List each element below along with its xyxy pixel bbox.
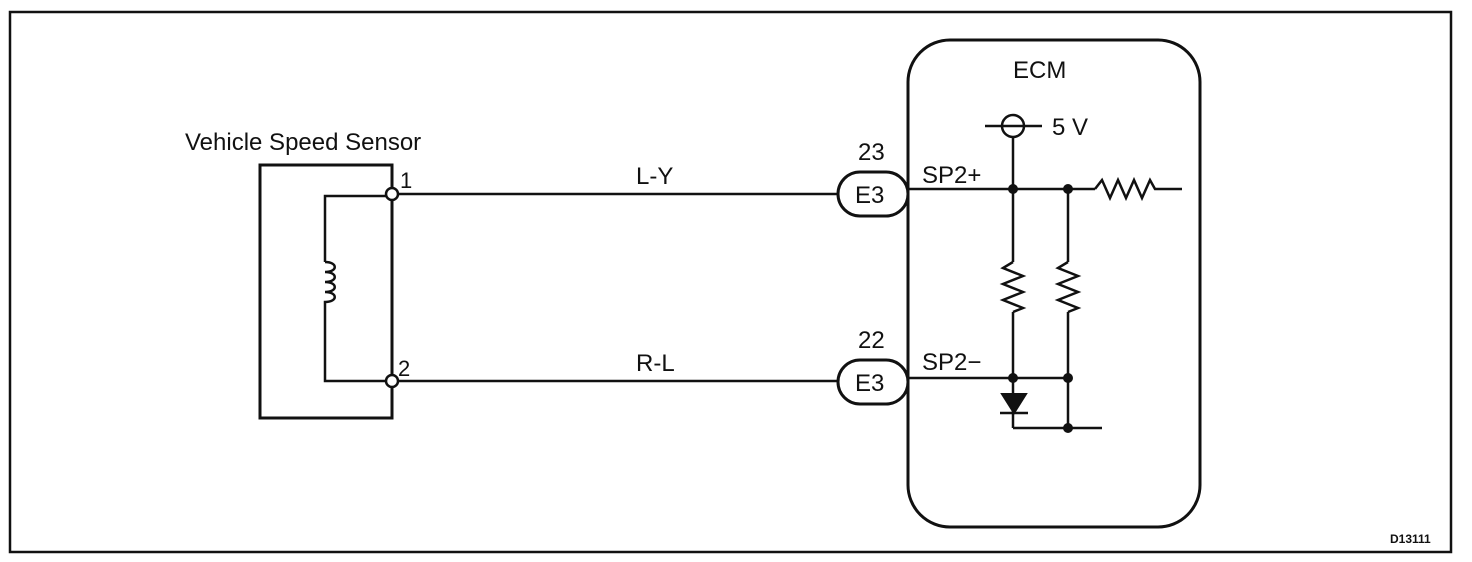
terminal-sp2-plus-label: SP2+ [922,162,981,189]
sensor-box [258,163,394,420]
connector-top-name: E3 [855,182,884,209]
sensor-inner-wire-lower [323,310,390,383]
diode-icon [1000,393,1028,415]
harness: L-Y R-L [398,163,838,383]
vehicle-speed-sensor: Vehicle Speed Sensor 1 2 [185,129,421,420]
sensor-inner-wire [323,194,390,262]
supply-symbol-icon [985,113,1042,139]
resistor-right-icon [1054,260,1082,314]
resistor-left-icon [999,260,1027,314]
sensor-pin-2-terminal [384,373,400,389]
sensor-pin-1-label: 1 [400,168,412,193]
connector-bottom: 22 E3 [836,327,910,406]
junction-dot [1008,184,1018,194]
ecm-title: ECM [1013,57,1066,84]
terminal-sp2-minus-label: SP2− [922,349,981,376]
diagram-frame [8,10,1453,554]
sensor-pin-2-label: 2 [398,356,410,381]
connector-top: 23 E3 [836,139,910,218]
wire-bottom-color-label: R-L [636,350,675,377]
ecm-box [906,38,1202,529]
connector-top-pin: 23 [858,139,885,166]
junction-dot [1008,373,1018,383]
figure-id: D13111 [1390,532,1431,546]
coil-icon [323,260,336,310]
junction-dot [1063,373,1073,383]
resistor-series-icon [1094,176,1182,202]
wire-top-color-label: L-Y [636,163,673,190]
supply-voltage-label: 5 V [1052,114,1088,141]
junction-dot [1063,184,1073,194]
sensor-title: Vehicle Speed Sensor [185,129,421,156]
sensor-pin-1-terminal [384,186,400,202]
connector-bottom-pin: 22 [858,327,885,354]
junction-dot [1063,423,1073,433]
connector-bottom-name: E3 [855,370,884,397]
ecm-block: ECM 5 V SP2+ SP2− [906,38,1202,529]
